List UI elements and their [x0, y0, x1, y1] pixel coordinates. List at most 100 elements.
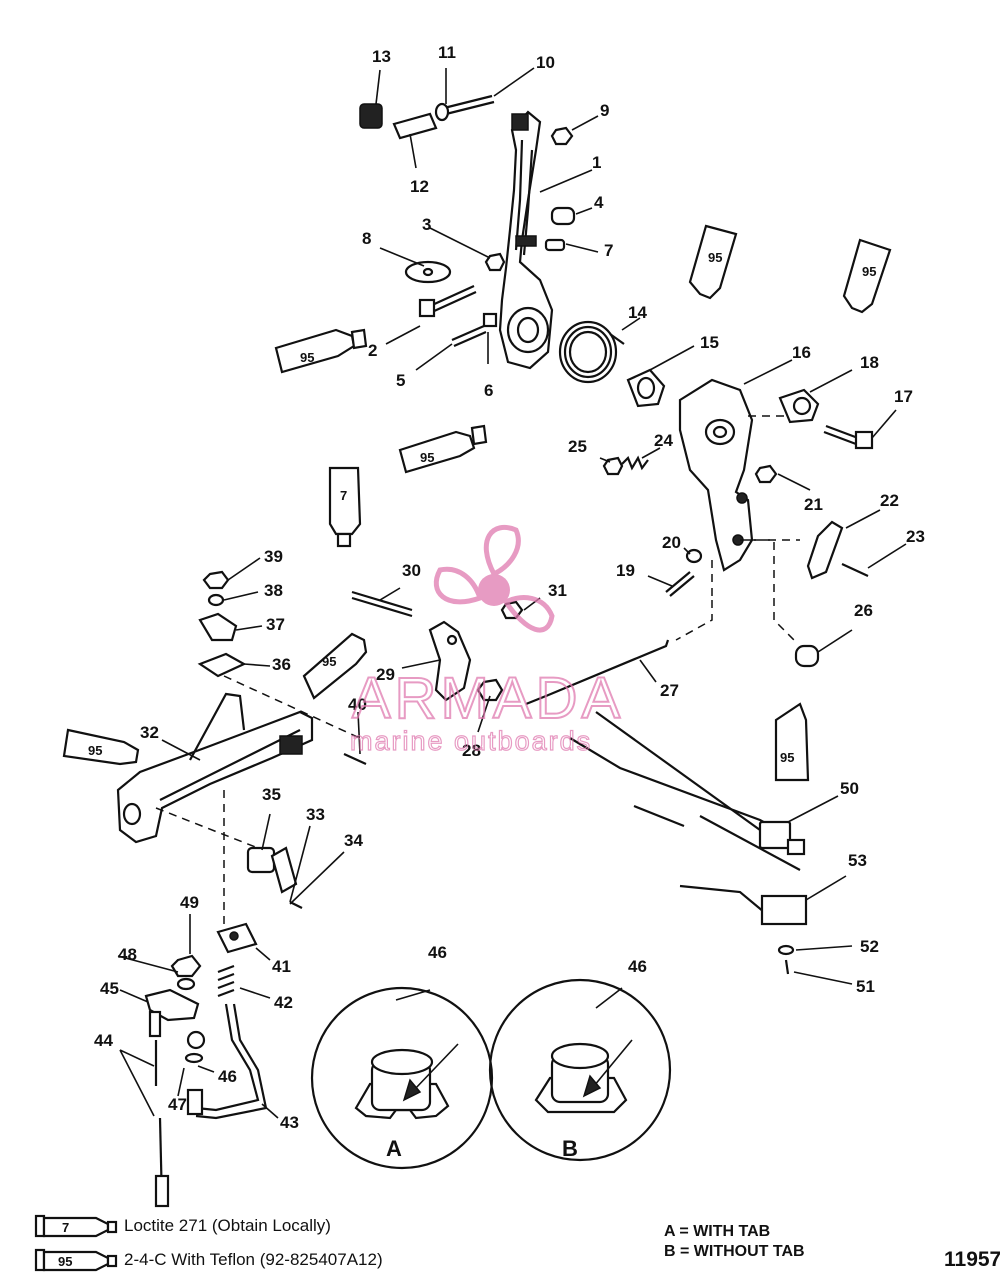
- legend-symbols: 7 95: [34, 1214, 118, 1272]
- callout-38: 38: [264, 581, 283, 600]
- callout-43: 43: [280, 1113, 299, 1132]
- callout-37: 37: [266, 615, 285, 634]
- callout-48: 48: [118, 945, 137, 964]
- key-with-tab: A = WITH TAB: [664, 1223, 771, 1240]
- callout-9: 9: [600, 101, 609, 120]
- callout-53: 53: [848, 851, 867, 870]
- callout-21: 21: [804, 495, 823, 514]
- legend-symbol-label: 95: [58, 1254, 72, 1269]
- tube-label: 95: [300, 350, 314, 365]
- callout-7: 7: [604, 241, 613, 260]
- center-lever-assembly: [351, 590, 670, 706]
- callout-29: 29: [376, 665, 395, 684]
- callout-2: 2: [368, 341, 377, 360]
- callout-15: 15: [700, 333, 719, 352]
- callout-16: 16: [792, 343, 811, 362]
- tube-label: 95: [708, 250, 722, 265]
- assembly-lines: [155, 415, 800, 928]
- callout-10: 10: [536, 53, 555, 72]
- callout-numbers: 1 2 3 4 5 6 7 8 9 10 11 12 13 14 15 16 1…: [94, 43, 925, 1132]
- grease-tube-95-upper-left: 95: [274, 328, 368, 374]
- callout-39: 39: [264, 547, 283, 566]
- callout-50: 50: [840, 779, 859, 798]
- callout-27: 27: [660, 681, 679, 700]
- detail-a-label: A: [386, 1136, 402, 1161]
- callout-35: 35: [262, 785, 281, 804]
- callout-17: 17: [894, 387, 913, 406]
- cable-assembly: [569, 711, 808, 975]
- grease-tube-95-upper-right-b: 95: [842, 238, 892, 314]
- callout-46-detail-b: 46: [628, 957, 647, 976]
- callout-32: 32: [140, 723, 159, 742]
- watermark-brand: ARMADA: [352, 666, 624, 731]
- tube-label: 95: [780, 750, 794, 765]
- figure-number: 11957: [944, 1248, 1000, 1271]
- callout-46-linkage: 46: [218, 1067, 237, 1086]
- tube-label: 95: [88, 743, 102, 758]
- grease-tube-95-center-left: 95: [398, 424, 488, 474]
- callout-49: 49: [180, 893, 199, 912]
- callout-18: 18: [860, 353, 879, 372]
- grease-tube-95-right: 95: [774, 702, 810, 782]
- callout-8: 8: [362, 229, 371, 248]
- legend-item-grease: 2-4-C With Teflon (92-825407A12): [124, 1250, 383, 1269]
- callout-36: 36: [272, 655, 291, 674]
- legend-symbol-label: 7: [62, 1220, 69, 1235]
- detail-b: B: [488, 978, 672, 1162]
- callout-14: 14: [628, 303, 647, 322]
- callout-31: 31: [548, 581, 567, 600]
- callout-30: 30: [402, 561, 421, 580]
- callout-47: 47: [168, 1095, 187, 1114]
- callout-20: 20: [662, 533, 681, 552]
- propeller-logo: [433, 524, 555, 633]
- callout-40: 40: [348, 695, 367, 714]
- grease-tube-95-upper-right-a: 95: [688, 224, 738, 300]
- callout-51: 51: [856, 977, 875, 996]
- callout-3: 3: [422, 215, 431, 234]
- callout-33: 33: [306, 805, 325, 824]
- callout-41: 41: [272, 957, 291, 976]
- leader-lines: [117, 67, 907, 1119]
- callout-5: 5: [396, 371, 405, 390]
- tube-label: 95: [322, 654, 336, 669]
- callout-24: 24: [654, 431, 673, 450]
- callout-34: 34: [344, 831, 363, 850]
- callout-28: 28: [462, 741, 481, 760]
- grease-tube-95-center: 95: [302, 632, 368, 700]
- lower-bracket-assembly: [116, 570, 367, 954]
- callout-6: 6: [484, 381, 493, 400]
- callout-25: 25: [568, 437, 587, 456]
- legend-item-loctite: Loctite 271 (Obtain Locally): [124, 1216, 331, 1235]
- detail-a: A: [310, 986, 494, 1170]
- callout-46-detail-a: 46: [428, 943, 447, 962]
- callout-26: 26: [854, 601, 873, 620]
- callout-12: 12: [410, 177, 429, 196]
- legend-tube-7: 7: [34, 1214, 118, 1238]
- watermark-tagline: marine outboards: [350, 726, 592, 756]
- callout-23: 23: [906, 527, 925, 546]
- callout-45: 45: [100, 979, 119, 998]
- grease-tube-symbols: 95 95 95 95 7 95 95 95: [62, 224, 892, 782]
- shift-bracket-assembly: [602, 368, 874, 668]
- tube-label: 95: [862, 264, 876, 279]
- callout-19: 19: [616, 561, 635, 580]
- tube-label: 95: [420, 450, 434, 465]
- detail-b-label: B: [562, 1136, 578, 1161]
- armada-watermark: ARMADA marine outboards: [349, 524, 624, 757]
- grease-tube-7: 7: [328, 466, 362, 548]
- throttle-lever-assembly: [359, 94, 625, 384]
- callout-42: 42: [274, 993, 293, 1012]
- callout-1: 1: [592, 153, 601, 172]
- callout-4: 4: [594, 193, 604, 212]
- tube-label: 7: [340, 488, 347, 503]
- callout-44: 44: [94, 1031, 113, 1050]
- callout-22: 22: [880, 491, 899, 510]
- callout-13: 13: [372, 47, 391, 66]
- callout-52: 52: [860, 937, 879, 956]
- lower-linkage-assembly: [144, 954, 268, 1208]
- legend-tube-95: 95: [34, 1248, 118, 1272]
- key-without-tab: B = WITHOUT TAB: [664, 1243, 805, 1260]
- grease-tube-95-left: 95: [62, 728, 140, 766]
- callout-11: 11: [438, 43, 456, 62]
